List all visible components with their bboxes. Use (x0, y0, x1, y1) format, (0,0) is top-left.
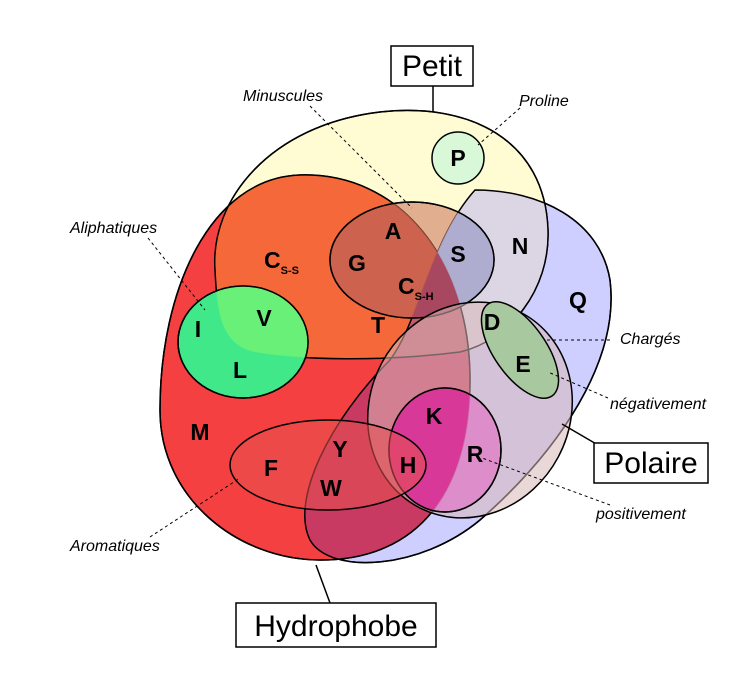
proline-circle (431, 131, 485, 185)
petit-label-box (390, 45, 474, 87)
aa-G: G (348, 250, 366, 276)
negativement-ellipse (480, 301, 560, 399)
aa-S: S (450, 241, 465, 267)
aa-V: V (256, 305, 272, 331)
polaire-label: Polaire (604, 447, 697, 480)
aa-K: K (426, 403, 443, 429)
hydrophobe-label: Hydrophobe (254, 610, 417, 643)
positivement-label: positivement (595, 506, 686, 523)
charges-label: Chargés (620, 331, 680, 348)
minuscules-label: Minuscules (243, 88, 323, 105)
aa-Csh: CS-H (398, 273, 434, 303)
aromatiques-label: Aromatiques (69, 538, 160, 555)
aa-H: H (400, 452, 417, 478)
proline-label: Proline (519, 93, 569, 110)
aromatiques-ellipse (229, 419, 427, 511)
aa-A: A (385, 218, 402, 244)
aa-N: N (512, 233, 529, 259)
aa-L: L (233, 357, 247, 383)
aa-Y: Y (332, 436, 347, 462)
aa-R: R (467, 441, 484, 467)
aa-F: F (264, 455, 278, 481)
aa-W: W (320, 475, 342, 501)
aa-E: E (515, 351, 530, 377)
aa-D: D (484, 309, 501, 335)
aa-I: I (195, 316, 201, 342)
petit-label: Petit (402, 50, 463, 83)
aliphatiques-label: Aliphatiques (69, 220, 157, 237)
aa-M: M (190, 419, 209, 445)
negativement-label: négativement (610, 396, 707, 413)
aa-Css: CS-S (264, 247, 299, 277)
aa-P: P (450, 145, 465, 171)
aa-T: T (371, 312, 385, 338)
polaire-label-box (593, 442, 709, 484)
hydrophobe-label-box (235, 602, 437, 648)
aa-Q: Q (569, 287, 587, 313)
